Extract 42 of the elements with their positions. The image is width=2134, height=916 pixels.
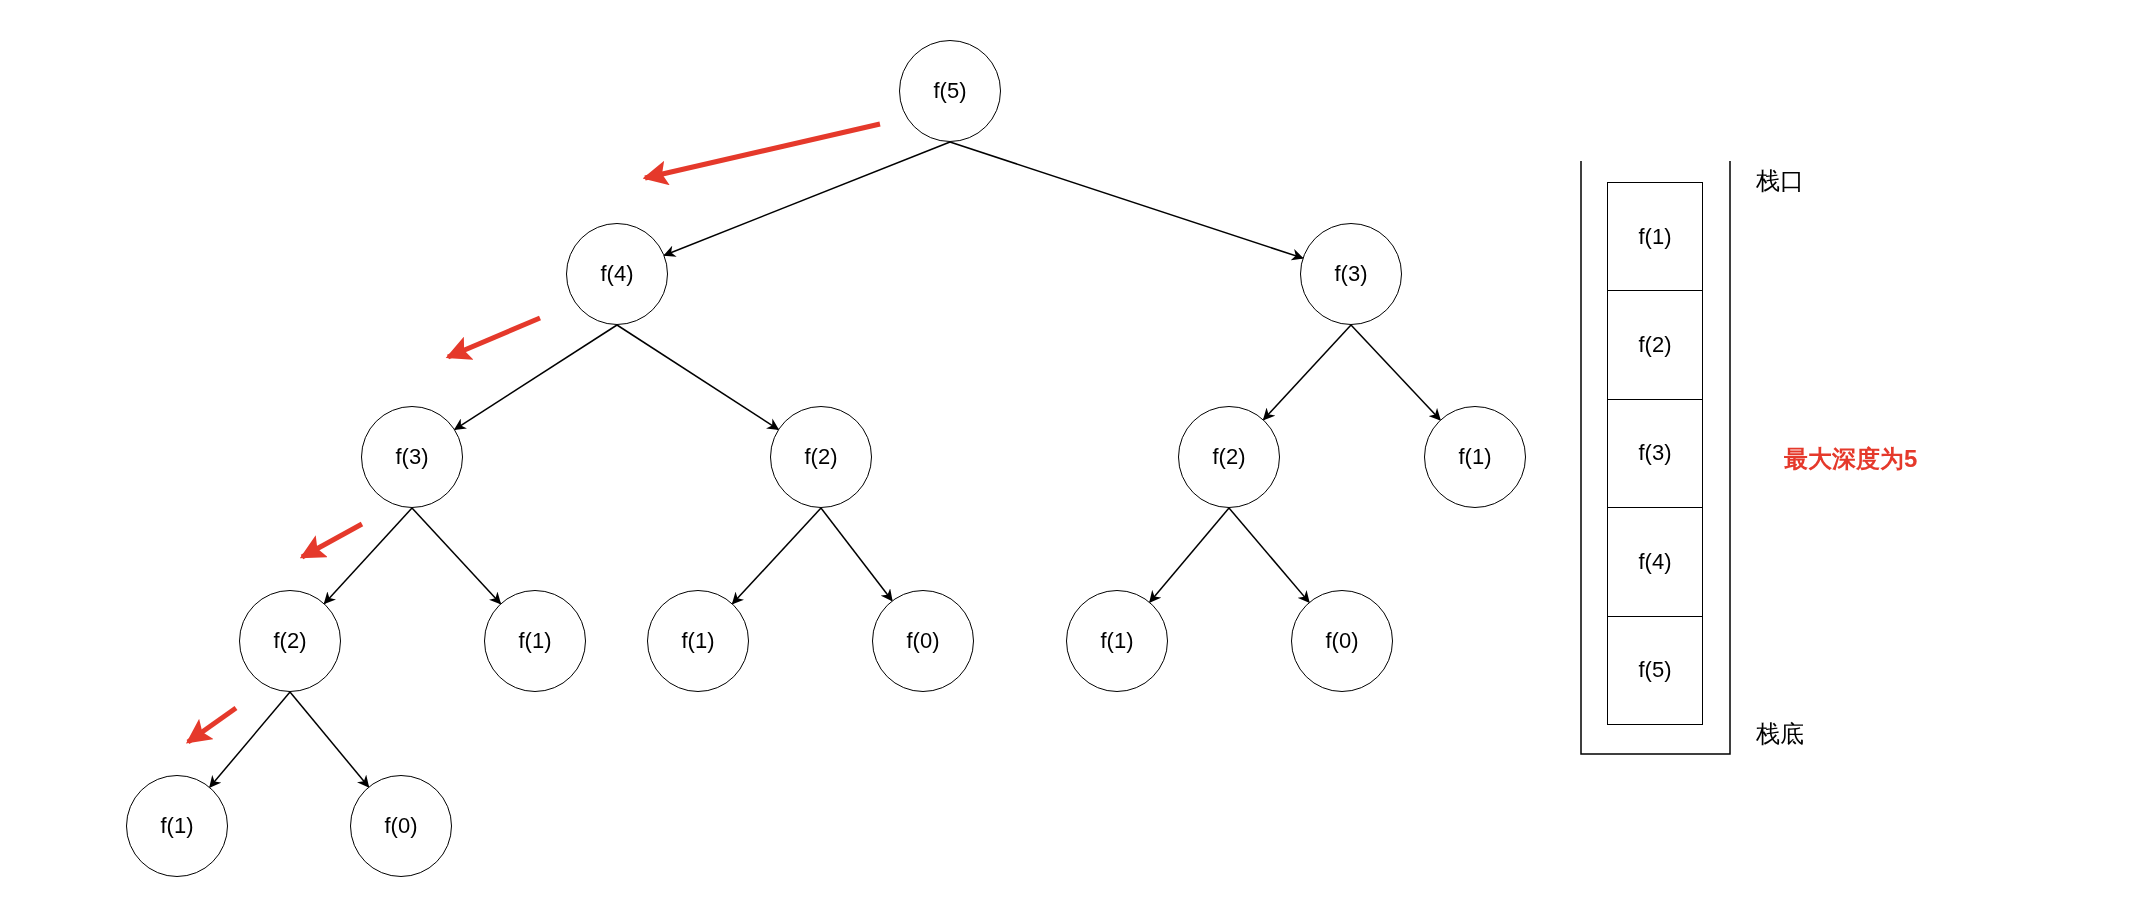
stack-frame xyxy=(1607,507,1703,617)
arrow xyxy=(1149,507,1230,603)
node-label: f(1) xyxy=(160,813,194,839)
max-depth-note: 最大深度为5 xyxy=(1784,444,1918,474)
stack-bottom-label: 栈底 xyxy=(1756,719,1804,749)
node-label: f(2) xyxy=(1212,444,1246,470)
arrow xyxy=(1228,507,1310,604)
node-label: f(1) xyxy=(1638,223,1672,250)
stack-frame xyxy=(1607,182,1703,292)
node-label: f(2) xyxy=(273,628,307,654)
arrow xyxy=(663,141,951,257)
arrow xyxy=(289,691,370,788)
node-label: f(0) xyxy=(1325,628,1359,654)
node-label: f(1) xyxy=(681,628,715,654)
stack-frame xyxy=(1607,290,1703,400)
arrow xyxy=(1350,324,1441,421)
stack-frame xyxy=(1607,615,1703,725)
node-label: f(0) xyxy=(384,813,418,839)
node-label: f(3) xyxy=(1638,440,1672,467)
node-label: f(0) xyxy=(906,628,940,654)
arrow xyxy=(323,507,413,605)
node-label: f(5) xyxy=(933,78,967,104)
arrow xyxy=(949,141,1304,261)
node-label: f(1) xyxy=(518,628,552,654)
node-label: f(1) xyxy=(1458,444,1492,470)
node-label: f(2) xyxy=(804,444,838,470)
stack-top-label: 栈口 xyxy=(1756,166,1804,196)
arrow xyxy=(731,507,822,605)
arrow xyxy=(820,507,893,602)
arrow xyxy=(209,691,291,788)
node-label: f(3) xyxy=(1334,261,1368,287)
arrow xyxy=(616,324,780,431)
node-label: f(4) xyxy=(1638,548,1672,575)
node-label: f(2) xyxy=(1638,332,1672,359)
arrow xyxy=(1262,324,1352,421)
stack-frame xyxy=(1607,398,1703,509)
arrow xyxy=(453,324,618,431)
node-label: f(4) xyxy=(600,261,634,287)
node-label: f(5) xyxy=(1638,657,1672,684)
node-label: f(1) xyxy=(1100,628,1134,654)
node-label: f(3) xyxy=(395,444,429,470)
arrow xyxy=(411,507,502,605)
